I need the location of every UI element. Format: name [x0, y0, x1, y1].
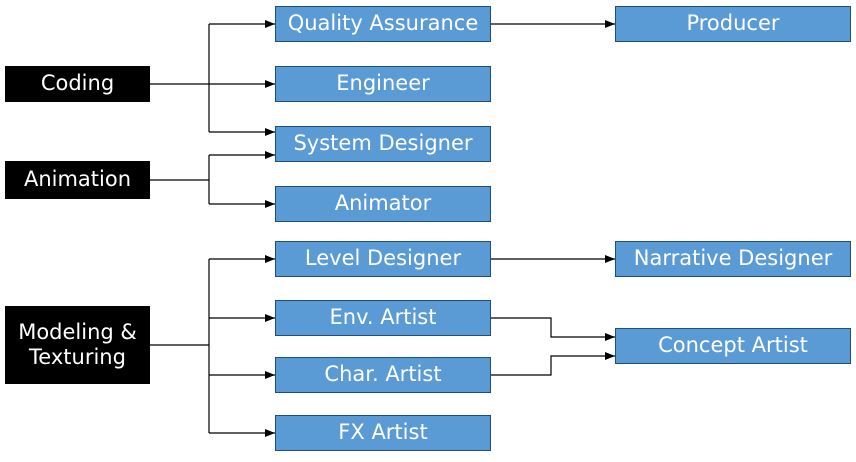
- animator-node: Animator: [275, 186, 491, 222]
- env-artist-to-concept-arrow: [491, 317, 615, 341]
- narrative-designer-node: Narrative Designer: [615, 241, 851, 277]
- concept-artist-node: Concept Artist: [615, 328, 851, 364]
- char-artist-node: Char. Artist: [275, 357, 491, 393]
- level-designer-node: Level Designer: [275, 241, 491, 277]
- env-artist-node: Env. Artist: [275, 300, 491, 336]
- producer-node: Producer: [615, 6, 851, 42]
- fx-artist-node: FX Artist: [275, 415, 491, 451]
- quality-assurance-node: Quality Assurance: [275, 6, 491, 42]
- animation-node: Animation: [5, 161, 150, 199]
- engineer-node: Engineer: [275, 66, 491, 102]
- char-artist-to-concept-arrow: [491, 352, 615, 376]
- system-designer-node: System Designer: [275, 126, 491, 162]
- coding-node: Coding: [5, 66, 150, 102]
- modeling-texturing-node: Modeling & Texturing: [5, 306, 150, 384]
